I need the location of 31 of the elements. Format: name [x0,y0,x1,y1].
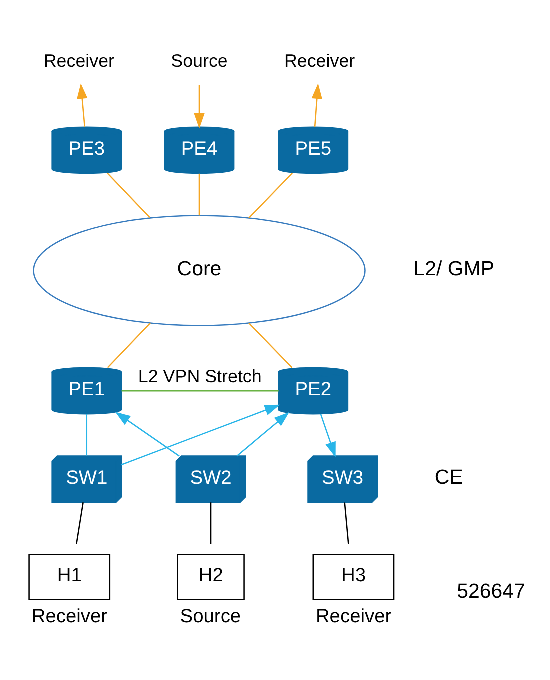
label: L2/ GMP [414,257,495,280]
node-label: Receiver [316,606,392,628]
connector [210,502,212,544]
connector [86,414,88,456]
connector [248,172,293,218]
arrow [312,83,323,126]
edge-label: L2 VPN Stretch [138,366,262,386]
arrow [121,404,280,466]
node-box: H1 [28,554,111,600]
label: 526647 [457,580,526,603]
connector [198,173,200,216]
label: CE [434,466,464,489]
connector [122,390,279,392]
node-ellipse: Core [33,214,366,326]
arrow [115,411,180,456]
connector [344,502,350,544]
node-label: Receiver [32,606,108,628]
connector [107,322,151,368]
connector [248,322,293,368]
arrow [194,85,205,128]
arrow [236,412,290,456]
node-text: Receiver [284,50,356,70]
node-text: Source [171,50,228,70]
node-box: H3 [312,554,395,600]
node-label: Source [180,606,242,628]
connector [76,502,84,544]
node-box: H2 [177,554,245,600]
arrow [77,83,88,126]
node-text: Receiver [44,50,115,70]
arrow [320,414,336,458]
connector [107,172,150,218]
